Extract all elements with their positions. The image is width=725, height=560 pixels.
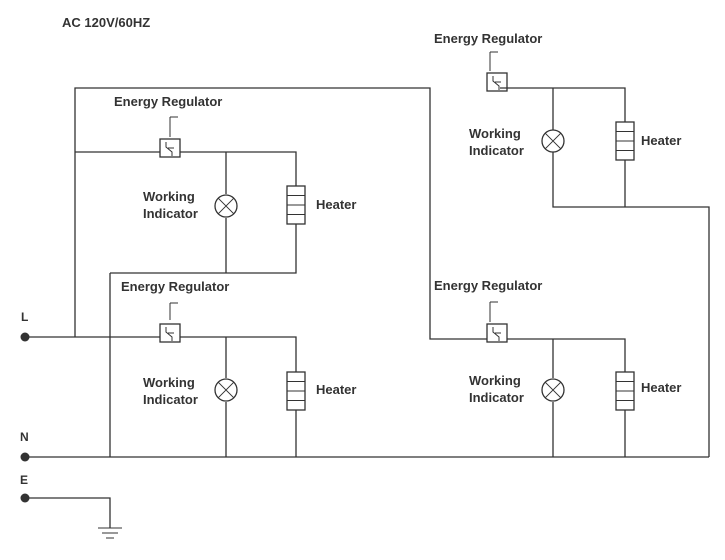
regulator-label-2: Energy Regulator <box>121 279 229 294</box>
terminal-l-label: L <box>21 310 28 324</box>
indicator-label-1a: Working <box>143 189 195 204</box>
terminal-n-label: N <box>20 430 29 444</box>
energy-regulator-2 <box>159 302 181 343</box>
working-indicator-lamp-2 <box>214 378 238 402</box>
heater-element-2 <box>286 371 306 411</box>
indicator-label-2a: Working <box>143 375 195 390</box>
wiring <box>25 87 710 528</box>
lamp-icon-1 <box>214 194 238 218</box>
indicator-label-3b: Indicator <box>469 143 524 158</box>
terminal-l-dot <box>20 332 30 342</box>
terminal-e: E <box>20 473 30 503</box>
energy-regulator-3 <box>486 51 508 92</box>
indicator-label-4a: Working <box>469 373 521 388</box>
indicator-label-2b: Indicator <box>143 392 198 407</box>
energy-regulator-1-switch-icon <box>159 138 181 158</box>
terminal-l: L <box>20 310 30 342</box>
heater-label-4: Heater <box>641 380 681 395</box>
regulator-label-1: Energy Regulator <box>114 94 222 109</box>
energy-regulator-3-switch-icon <box>486 72 508 92</box>
lamp-icon-4 <box>541 378 565 402</box>
heater-label-1: Heater <box>316 197 356 212</box>
heater-element-4 <box>615 371 635 411</box>
working-indicator-lamp-3 <box>541 129 565 153</box>
indicator-label-1b: Indicator <box>143 206 198 221</box>
energy-regulator-1 <box>159 116 181 158</box>
working-indicator-lamp-1 <box>214 194 238 218</box>
terminal-n: N <box>20 430 30 462</box>
ground-icon <box>98 527 122 539</box>
supply-title: AC 120V/60HZ <box>62 15 150 30</box>
heater-label-2: Heater <box>316 382 356 397</box>
regulator-label-4: Energy Regulator <box>434 278 542 293</box>
terminal-e-label: E <box>20 473 28 487</box>
energy-regulator-4-switch-icon <box>486 323 508 343</box>
lamp-icon-2 <box>214 378 238 402</box>
energy-regulator-2-switch-icon <box>159 323 181 343</box>
working-indicator-lamp-4 <box>541 378 565 402</box>
heater-label-3: Heater <box>641 133 681 148</box>
heater-element-3 <box>615 121 635 161</box>
indicator-label-4b: Indicator <box>469 390 524 405</box>
energy-regulator-4 <box>486 301 508 343</box>
terminal-e-dot <box>20 493 30 503</box>
terminal-n-dot <box>20 452 30 462</box>
regulator-label-3: Energy Regulator <box>434 31 542 46</box>
indicator-label-3a: Working <box>469 126 521 141</box>
heater-element-1 <box>286 185 306 225</box>
lamp-icon-3 <box>541 129 565 153</box>
